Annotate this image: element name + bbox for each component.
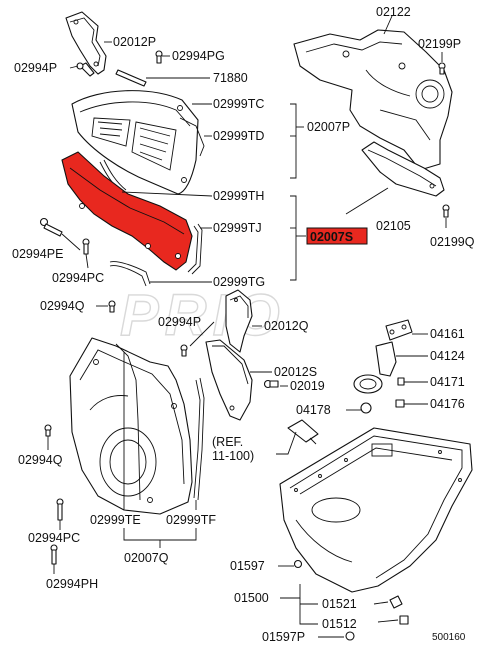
label-02994P-top: 02994P [14, 61, 57, 75]
bolt-02994P-mid[interactable] [180, 344, 188, 357]
plug-01521[interactable] [389, 595, 403, 609]
cover-02012P[interactable] [65, 11, 107, 75]
ref-part[interactable] [287, 419, 319, 445]
label-71880: 71880 [213, 71, 248, 85]
label-02007Q: 02007Q [124, 551, 169, 565]
label-02994PC-low: 02994PC [28, 531, 80, 545]
label-02994Q-mid: 02994Q [40, 299, 85, 313]
lower-cover-02007Q[interactable] [69, 337, 193, 515]
washer-01512[interactable] [399, 615, 409, 625]
gasket-02999TD[interactable] [179, 117, 205, 157]
label-02012Q: 02012Q [264, 319, 309, 333]
label-04124: 04124 [430, 349, 465, 363]
bracket-02105[interactable] [361, 141, 445, 197]
label-02999TG: 02999TG [213, 275, 265, 289]
washer-04176[interactable] [395, 399, 405, 408]
label-02122: 02122 [376, 5, 411, 19]
label-01500: 01500 [234, 591, 269, 605]
plug-04178[interactable] [360, 402, 372, 414]
label-02994P-mid: 02994P [158, 315, 201, 329]
label-02999TF: 02999TF [166, 513, 216, 527]
cover-02012Q[interactable] [225, 289, 253, 353]
label-02019: 02019 [290, 379, 325, 393]
label-02199Q: 02199Q [430, 235, 475, 249]
bolt-02994PC-mid[interactable] [82, 238, 90, 255]
gasket-02999TG[interactable] [109, 261, 151, 287]
gasket-71880[interactable] [115, 69, 147, 87]
label-01597P: 01597P [262, 630, 305, 644]
bolt-02994Q-mid[interactable] [108, 300, 116, 313]
oil-pan-01500[interactable] [279, 427, 473, 593]
label-02999TH: 02999TH [213, 189, 264, 203]
plug-01597[interactable] [293, 559, 303, 569]
diagram-code: 500160 [432, 632, 466, 643]
label-02999TD: 02999TD [213, 129, 264, 143]
cover-02007S-highlighted[interactable] [61, 151, 193, 271]
label-02994PC-mid: 02994PC [52, 271, 104, 285]
ref-label-line2: 11-100) [212, 449, 254, 463]
label-04161: 04161 [430, 327, 465, 341]
label-02012P: 02012P [113, 35, 156, 49]
label-02199P: 02199P [418, 37, 461, 51]
grommet-02019[interactable] [263, 379, 279, 389]
bolt-02199Q[interactable] [442, 204, 450, 218]
label-02994PG: 02994PG [172, 49, 225, 63]
watermark: PRIO [120, 283, 286, 348]
label-02999TE: 02999TE [90, 513, 141, 527]
label-02105: 02105 [376, 219, 411, 233]
label-02007P: 02007P [307, 120, 350, 134]
label-01512: 01512 [322, 617, 357, 631]
label-04178: 04178 [296, 403, 331, 417]
gasket-02999TJ[interactable] [187, 223, 203, 275]
bolt-02199P[interactable] [438, 62, 446, 75]
highlight-box-02007S [306, 227, 368, 245]
label-02999TC: 02999TC [213, 97, 264, 111]
label-01521: 01521 [322, 597, 357, 611]
bolt-02994PC-low[interactable] [56, 498, 64, 521]
label-02994PE: 02994PE [12, 247, 63, 261]
label-02012S: 02012S [274, 365, 317, 379]
back-plate-02122[interactable] [293, 29, 453, 171]
leader-lines [47, 15, 447, 638]
oil-screen-04124[interactable] [353, 341, 397, 394]
gasket-04161[interactable] [385, 319, 413, 341]
gasket-02999TF[interactable] [193, 377, 205, 501]
bolt-02994Q-low[interactable] [44, 424, 52, 437]
label-01597: 01597 [230, 559, 265, 573]
nut-04171[interactable] [397, 377, 405, 386]
cover-02012S[interactable] [205, 339, 253, 421]
label-02999TJ: 02999TJ [213, 221, 262, 235]
upper-cover[interactable] [71, 90, 199, 195]
label-04171: 04171 [430, 375, 465, 389]
bolt-02994PE[interactable] [39, 217, 63, 237]
bolt-02994PG[interactable] [155, 50, 163, 64]
label-02994Q-low: 02994Q [18, 453, 63, 467]
bolt-02994PH[interactable] [50, 544, 58, 565]
label-02994PH: 02994PH [46, 577, 98, 591]
bolt-01597P[interactable] [345, 631, 355, 641]
label-02007S[interactable]: 02007S [310, 230, 353, 244]
ref-label-line1: (REF. [212, 435, 243, 449]
label-04176: 04176 [430, 397, 465, 411]
